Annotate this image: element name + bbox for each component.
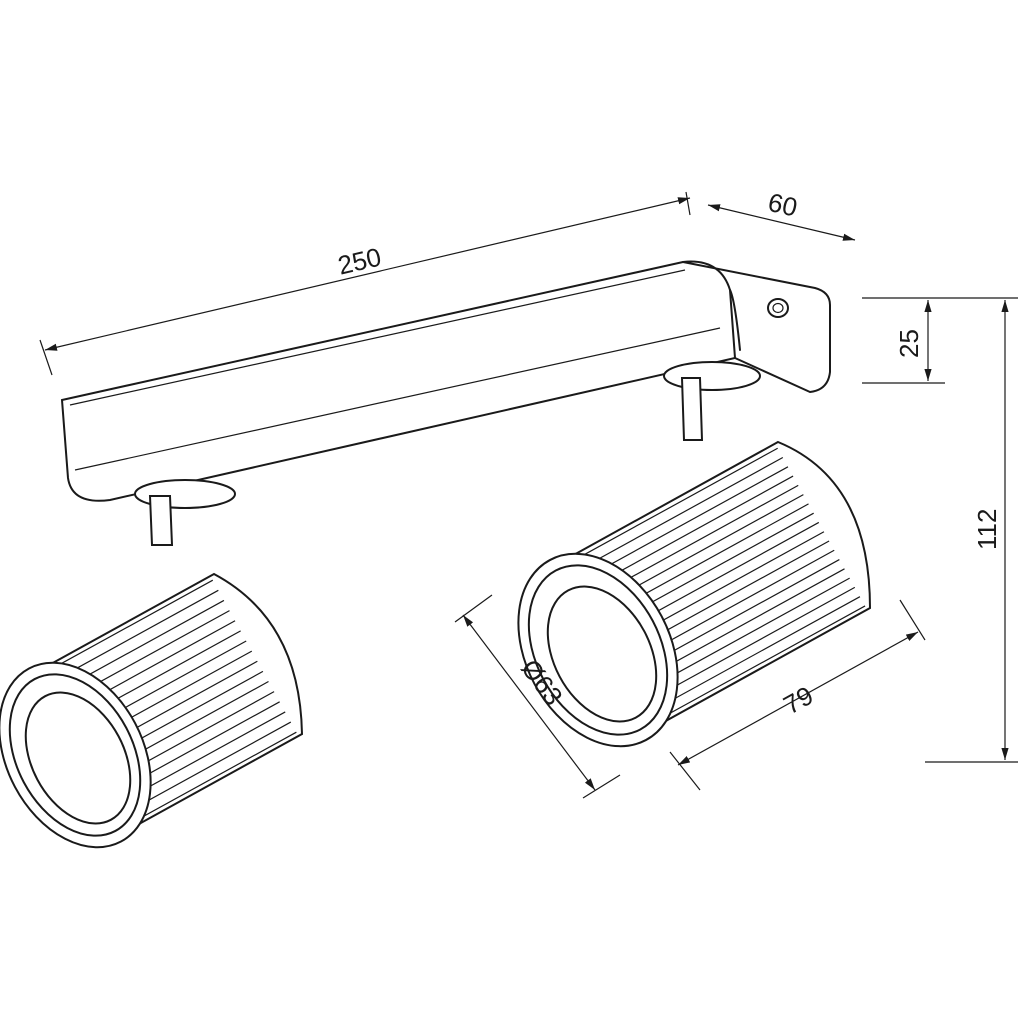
dimension-bar-height: 25 bbox=[862, 297, 945, 384]
dimension-total-height: 112 bbox=[925, 297, 1018, 763]
dimension-bar-height-label: 25 bbox=[894, 329, 924, 358]
right-spotlight bbox=[517, 361, 872, 748]
dimension-spot-length-label: 79 bbox=[778, 680, 818, 720]
dimension-depth: 60 bbox=[707, 187, 856, 241]
cylinder-rib bbox=[41, 579, 214, 675]
dimension-depth-label: 60 bbox=[765, 187, 800, 223]
cylinder-rib bbox=[125, 731, 297, 827]
set-screw-icon bbox=[767, 298, 789, 318]
cylinder-rib bbox=[562, 447, 778, 567]
dimension-total-height-label: 112 bbox=[972, 509, 1002, 550]
dimension-length-label: 250 bbox=[335, 242, 384, 281]
left-spotlight bbox=[0, 479, 304, 849]
cylinder-rib bbox=[567, 456, 784, 577]
